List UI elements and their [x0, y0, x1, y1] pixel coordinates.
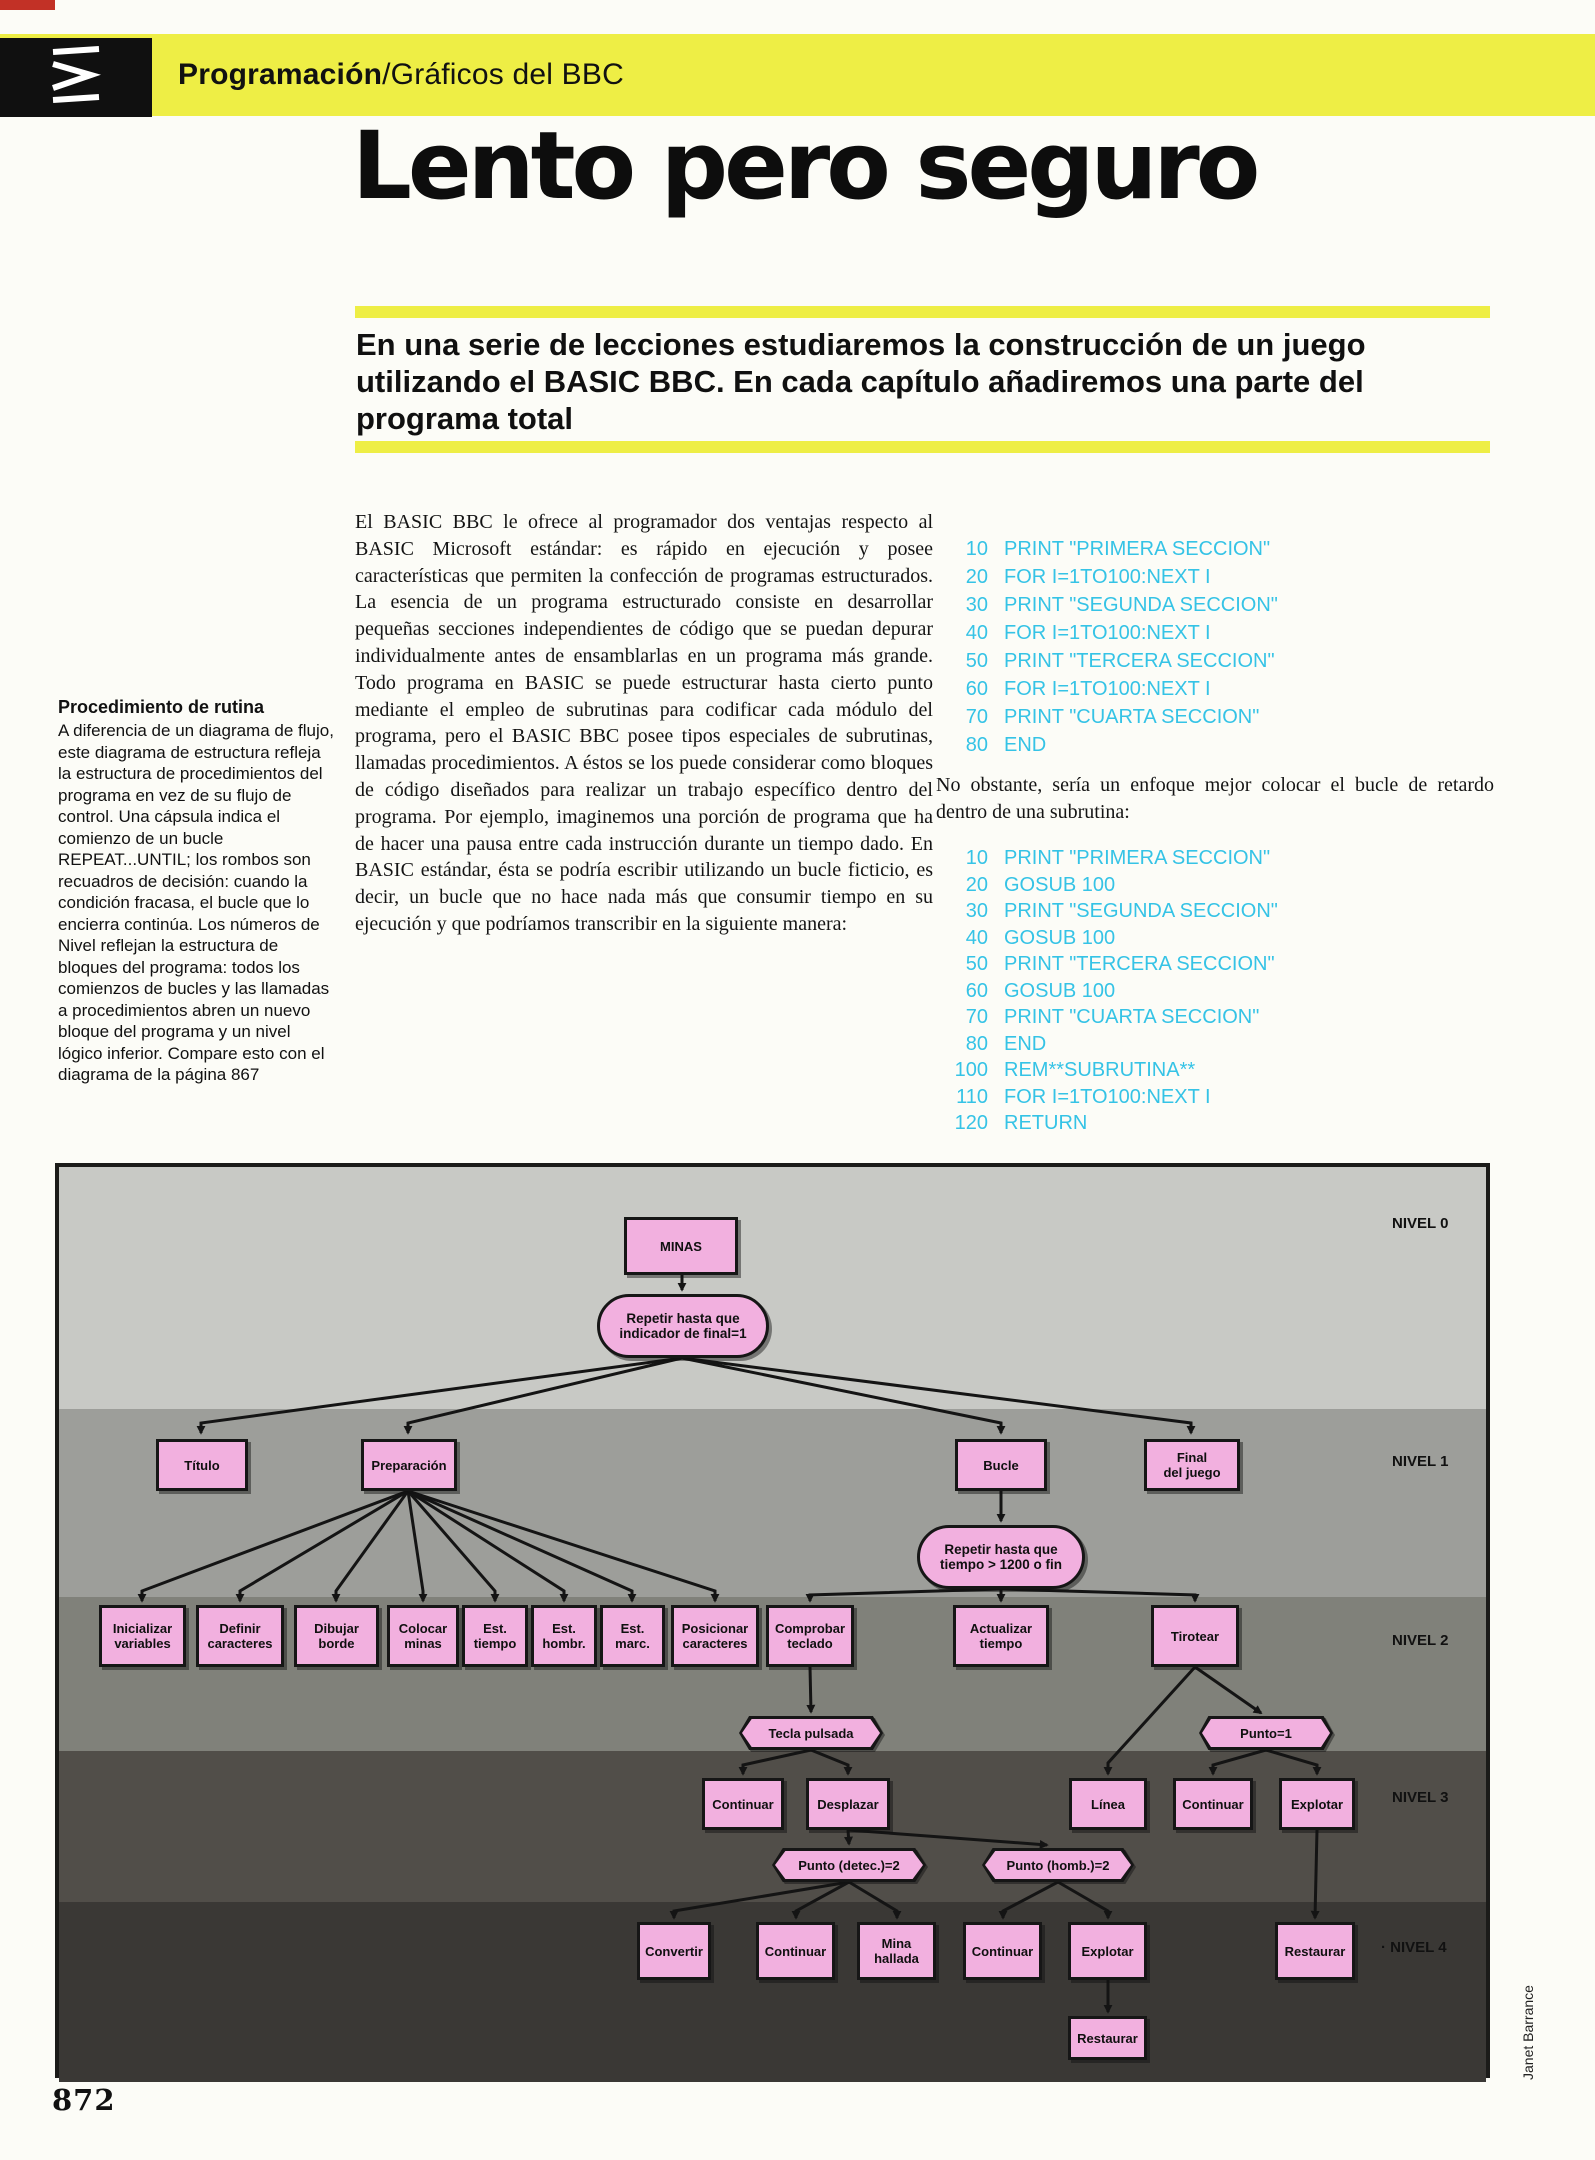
- standfirst: En una serie de lecciones estudiaremos l…: [356, 327, 1366, 436]
- decision-punto-detec: Punto (detec.)=2: [772, 1848, 926, 1882]
- corner-red-strip: [0, 0, 55, 10]
- node-posicionar-caracteres: Posicionar caracteres: [671, 1605, 759, 1667]
- node-final-del-juego: Final del juego: [1144, 1439, 1240, 1491]
- node-mina-hallada: Mina hallada: [857, 1922, 936, 1980]
- level-label-0: NIVEL 0: [1392, 1215, 1449, 1232]
- article-column-1: El BASIC BBC le ofrece al programador do…: [355, 511, 933, 935]
- page-number: 872: [52, 2083, 116, 2117]
- node-linea: Línea: [1069, 1778, 1147, 1830]
- loop-capsule-tiempo: Repetir hasta que tiempo > 1200 o fin: [917, 1525, 1085, 1589]
- decision-punto-homb: Punto (homb.)=2: [982, 1848, 1134, 1882]
- nivel-0-band: [59, 1167, 1486, 1409]
- node-est-tiempo: Est. tiempo: [462, 1605, 528, 1667]
- decision-punto-1: Punto=1: [1199, 1716, 1333, 1750]
- node-colocar-minas: Colocar minas: [387, 1605, 459, 1667]
- level-label-2: NIVEL 2: [1392, 1632, 1449, 1649]
- node-tirotear: Tirotear: [1151, 1605, 1239, 1667]
- loop-capsule-final: Repetir hasta que indicador de final=1: [597, 1294, 769, 1358]
- section-sub: /Gráficos del BBC: [382, 58, 624, 91]
- sidebar-note: A diferencia de un diagrama de flujo, es…: [58, 721, 334, 1084]
- sidebar-heading: Procedimiento de rutina: [58, 697, 265, 717]
- level-label-1: NIVEL 1: [1392, 1453, 1449, 1470]
- decision-tecla-pulsada: Tecla pulsada: [739, 1716, 883, 1750]
- code-strand-icon: [39, 44, 113, 111]
- node-restaurar-bottom: Restaurar: [1068, 2016, 1147, 2060]
- header-band: [0, 34, 1595, 116]
- nivel-1-band: [59, 1409, 1486, 1597]
- node-definir-caracteres: Definir caracteres: [196, 1605, 284, 1667]
- node-comprobar-teclado: Comprobar teclado: [766, 1605, 854, 1667]
- title-rule-top: [355, 306, 1490, 318]
- article-column-2-paragraph: No obstante, sería un enfoque mejor colo…: [936, 774, 1494, 823]
- node-minas: MINAS: [624, 1217, 738, 1275]
- node-est-hombr: Est. hombr.: [531, 1605, 597, 1667]
- section-breadcrumb: Programación/Gráficos del BBC: [178, 58, 624, 92]
- strand-icon-box: [0, 38, 152, 117]
- node-explotar-4: Explotar: [1068, 1922, 1147, 1980]
- node-convertir: Convertir: [637, 1922, 711, 1980]
- node-explotar-3: Explotar: [1279, 1778, 1355, 1830]
- node-continuar-3a: Continuar: [702, 1778, 784, 1830]
- node-titulo: Título: [156, 1439, 248, 1491]
- node-continuar-4a: Continuar: [756, 1922, 835, 1980]
- node-restaurar-4: Restaurar: [1275, 1922, 1355, 1980]
- node-continuar-4b: Continuar: [963, 1922, 1042, 1980]
- node-bucle: Bucle: [955, 1439, 1047, 1491]
- node-desplazar: Desplazar: [806, 1778, 890, 1830]
- node-continuar-3b: Continuar: [1173, 1778, 1253, 1830]
- node-inicializar-variables: Inicializar variables: [99, 1605, 186, 1667]
- node-preparacion: Preparación: [361, 1439, 457, 1491]
- illustrator-credit: Janet Barrance: [1520, 1985, 1536, 2080]
- level-label-4: · NIVEL 4: [1381, 1939, 1447, 1956]
- node-actualizar-tiempo: Actualizar tiempo: [953, 1605, 1049, 1667]
- node-dibujar-borde: Dibujar borde: [294, 1605, 379, 1667]
- node-est-marc: Est. marc.: [600, 1605, 665, 1667]
- level-label-3: NIVEL 3: [1392, 1789, 1449, 1806]
- page-title: Lento pero seguro: [352, 112, 1260, 221]
- structure-diagram: NIVEL 0 NIVEL 1 NIVEL 2 NIVEL 3 · NIVEL …: [55, 1163, 1490, 2082]
- title-rule-bottom: [355, 441, 1490, 453]
- section-name: Programación: [178, 58, 383, 91]
